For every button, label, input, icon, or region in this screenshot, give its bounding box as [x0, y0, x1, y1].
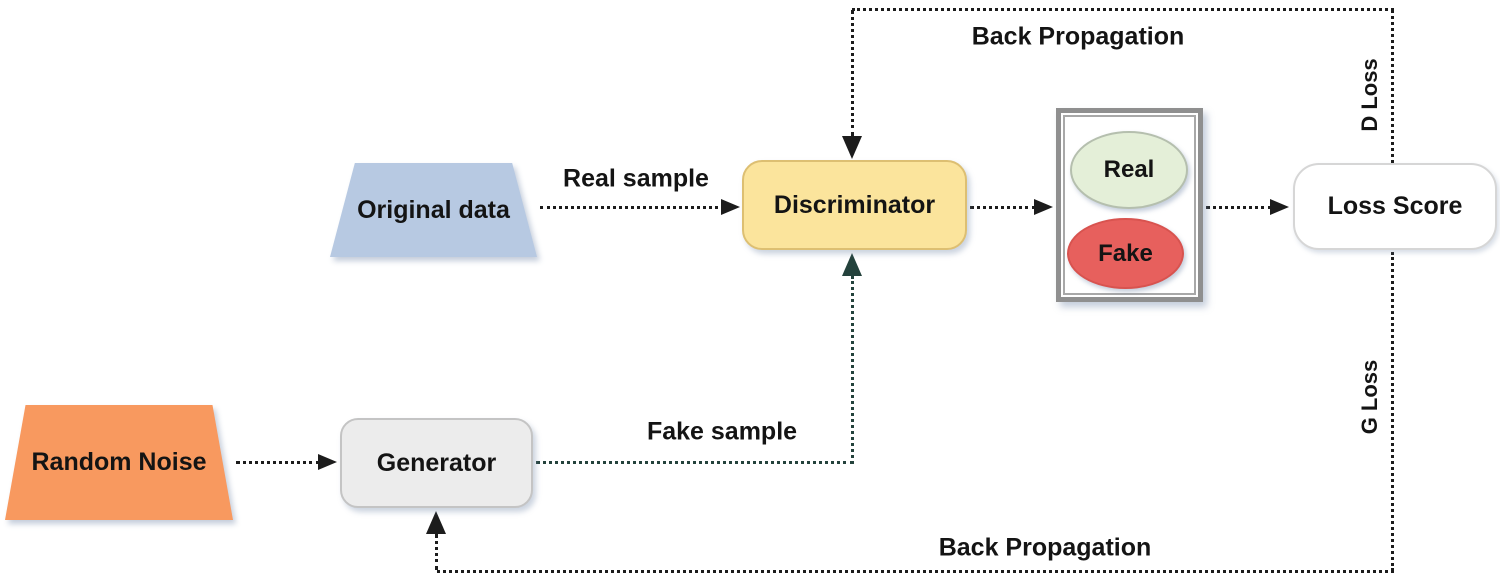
random-noise-label: Random Noise	[31, 448, 207, 476]
real-sample-line	[540, 206, 724, 209]
outputs-to-loss-line	[1206, 206, 1272, 209]
original-data-shape: Original data	[330, 163, 537, 257]
real-ellipse: Real	[1070, 131, 1188, 209]
generator-node: Generator	[340, 418, 533, 508]
original-data-label: Original data	[357, 195, 510, 224]
output-frame-inner-border	[1063, 115, 1196, 295]
backprop-into-generator-arrowhead	[426, 511, 446, 534]
real-label: Real	[1103, 156, 1155, 183]
original-data-node: Original data	[330, 163, 537, 257]
fake-ellipse: Fake	[1067, 218, 1184, 289]
noise-to-generator-line	[236, 461, 320, 464]
fake-sample-horizontal-line	[536, 461, 854, 464]
random-noise-node: Random Noise	[5, 405, 233, 520]
noise-to-generator-arrowhead	[318, 454, 337, 470]
backprop-into-discriminator-arrowhead	[842, 136, 862, 159]
backprop-top-label: Back Propagation	[971, 22, 1185, 51]
outputs-to-loss-arrowhead	[1270, 199, 1289, 215]
real-sample-label: Real sample	[563, 164, 709, 193]
d-loss-label: D Loss	[1357, 58, 1382, 132]
generator-label: Generator	[376, 448, 497, 477]
random-noise-shape: Random Noise	[5, 405, 233, 520]
discriminator-to-outputs-arrowhead	[1034, 199, 1053, 215]
backprop-top-left-vertical-line	[851, 10, 854, 136]
discriminator-node: Discriminator	[742, 160, 967, 250]
loss-score-node: Loss Score	[1293, 163, 1497, 250]
fake-label: Fake	[1098, 239, 1153, 267]
real-sample-arrowhead	[721, 199, 740, 215]
loss-score-label: Loss Score	[1327, 192, 1463, 220]
discriminator-to-outputs-line	[970, 206, 1036, 209]
discriminator-label: Discriminator	[773, 190, 936, 219]
fake-sample-label: Fake sample	[646, 417, 798, 446]
g-loss-label: G Loss	[1357, 359, 1382, 435]
backprop-top-right-vertical-line	[1391, 10, 1394, 163]
fake-sample-arrowhead	[842, 253, 862, 276]
backprop-bottom-left-vertical-line	[435, 534, 438, 570]
backprop-top-horizontal-line	[852, 8, 1394, 11]
backprop-bottom-label: Back Propagation	[938, 533, 1152, 562]
backprop-bottom-right-vertical-line	[1391, 252, 1394, 571]
backprop-bottom-horizontal-line	[437, 570, 1394, 573]
fake-sample-vertical-line	[851, 276, 854, 464]
